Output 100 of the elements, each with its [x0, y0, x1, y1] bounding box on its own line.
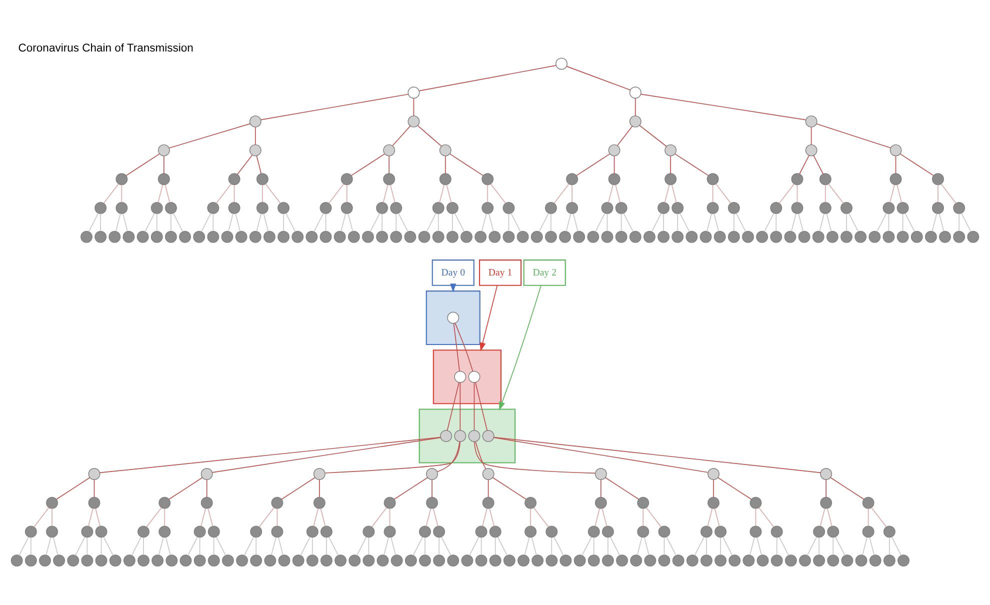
- connector: [213, 536, 214, 555]
- connector: [776, 536, 778, 555]
- node-circle: [152, 554, 164, 566]
- node-circle: [840, 230, 852, 242]
- node-circle: [418, 230, 430, 242]
- connector: [798, 212, 804, 232]
- connector: [212, 436, 442, 472]
- connector: [254, 126, 256, 145]
- node-circle: [503, 554, 516, 566]
- node-circle: [924, 230, 937, 242]
- connector: [88, 508, 94, 526]
- connector: [876, 212, 887, 232]
- node-circle: [292, 230, 304, 242]
- node-circle: [574, 554, 586, 566]
- node-circle: [827, 525, 840, 538]
- node-circle: [138, 525, 150, 538]
- connector: [706, 212, 712, 232]
- connector: [206, 478, 208, 498]
- arrow: [480, 284, 498, 351]
- connector: [370, 212, 380, 232]
- node-circle: [714, 554, 727, 566]
- node-circle: [882, 230, 895, 242]
- connector: [328, 536, 339, 556]
- connector: [582, 536, 592, 556]
- node-circle: [150, 230, 163, 242]
- connector: [74, 536, 86, 556]
- connector: [30, 536, 32, 555]
- node-circle: [94, 230, 107, 242]
- node-circle: [601, 202, 614, 214]
- node-circle: [813, 554, 826, 566]
- connector: [494, 536, 496, 555]
- connector: [216, 182, 232, 204]
- node-circle: [546, 554, 558, 566]
- connector: [390, 184, 396, 202]
- connector: [958, 212, 960, 232]
- node-circle: [560, 554, 572, 566]
- connector: [778, 536, 790, 556]
- node-circle: [826, 230, 838, 242]
- connector: [382, 184, 388, 202]
- connector: [756, 536, 762, 555]
- connector: [722, 536, 733, 556]
- node-circle: [123, 554, 136, 566]
- connector: [714, 212, 720, 232]
- node-circle: [164, 230, 177, 242]
- connector: [368, 536, 370, 555]
- connector: [212, 212, 214, 232]
- arrow: [499, 284, 542, 410]
- node-circle: [898, 554, 910, 566]
- node-circle: [658, 554, 670, 566]
- connector: [493, 436, 708, 472]
- connector: [736, 212, 746, 232]
- connector: [122, 212, 128, 232]
- node-circle: [362, 554, 375, 566]
- connector: [488, 478, 489, 498]
- node-circle: [194, 525, 206, 538]
- node-circle: [630, 554, 642, 566]
- node-circle: [967, 230, 980, 242]
- connector: [170, 212, 172, 232]
- node-circle: [629, 230, 642, 242]
- node-circle: [594, 468, 607, 480]
- connector: [634, 97, 636, 116]
- connector: [615, 184, 620, 202]
- node-circle: [714, 230, 726, 242]
- connector: [103, 182, 119, 204]
- connector: [644, 536, 650, 555]
- connector: [487, 184, 488, 202]
- connector: [126, 153, 160, 176]
- connector: [940, 182, 956, 204]
- node-circle: [854, 230, 867, 242]
- node-circle: [664, 172, 677, 185]
- node-circle: [446, 230, 458, 242]
- connector: [348, 212, 354, 232]
- connector: [258, 506, 274, 527]
- connector: [750, 536, 755, 555]
- node-circle: [166, 554, 178, 566]
- connector: [862, 536, 868, 555]
- connector: [260, 93, 409, 120]
- connector: [602, 508, 608, 526]
- node-circle: [81, 525, 94, 538]
- connector: [156, 212, 158, 232]
- connector: [616, 125, 633, 146]
- connector: [424, 536, 426, 555]
- connector: [474, 440, 596, 474]
- connector: [438, 536, 440, 555]
- connector: [94, 478, 95, 498]
- node-circle: [348, 554, 361, 566]
- connector: [436, 440, 460, 472]
- connector: [733, 212, 734, 232]
- node-circle: [250, 554, 262, 566]
- node-circle: [482, 172, 494, 185]
- node-circle: [602, 525, 614, 538]
- connector: [371, 506, 388, 527]
- node-circle: [81, 554, 94, 566]
- connector: [816, 122, 891, 148]
- node-circle: [228, 202, 240, 214]
- node-circle: [475, 525, 488, 538]
- node-circle: [700, 525, 712, 538]
- node-circle: [616, 554, 628, 566]
- connector: [871, 506, 887, 527]
- connector: [666, 536, 676, 556]
